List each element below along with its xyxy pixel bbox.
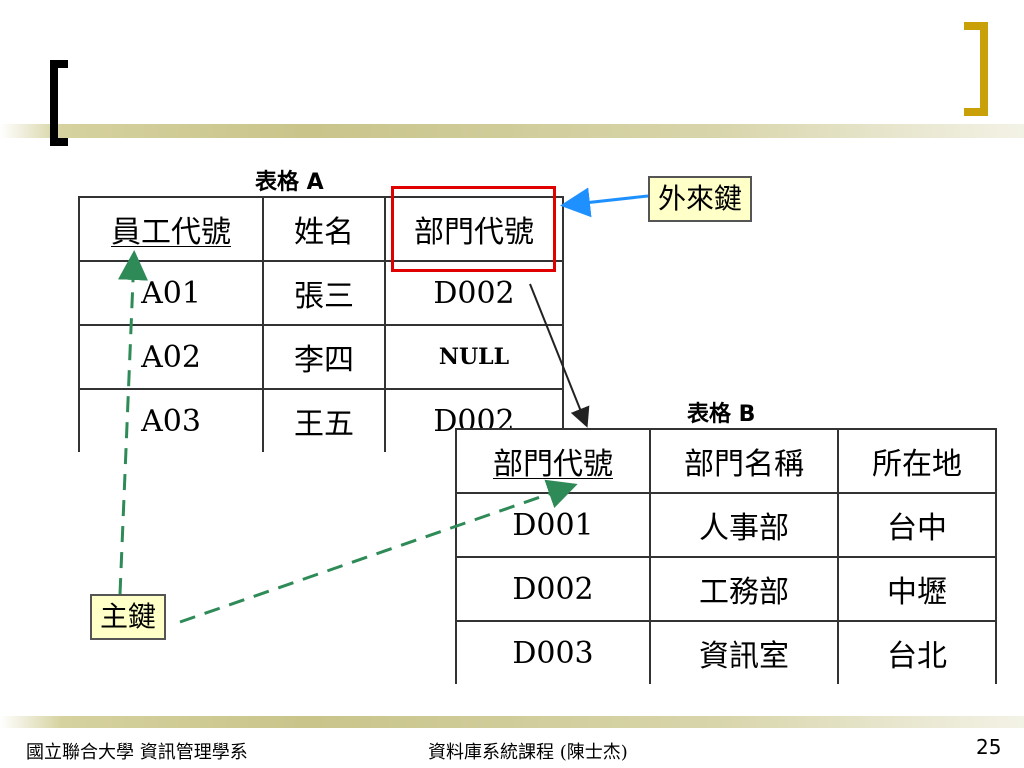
table-b-header-cell: 部門名稱 (649, 428, 838, 493)
table-cell: A01 (78, 260, 263, 325)
table-row: D002 工務部 中壢 (455, 556, 997, 621)
table-b-header-cell: 所在地 (837, 428, 997, 493)
bottom-decorative-band (0, 716, 1024, 728)
table-a-header-cell: 姓名 (262, 196, 385, 261)
primary-key-label: 主鍵 (90, 594, 167, 640)
table-cell: 台中 (837, 492, 997, 557)
table-cell-null: NULL (384, 324, 564, 389)
table-row: A02 李四 NULL (78, 324, 564, 389)
table-cell: 工務部 (649, 556, 838, 621)
reference-arrow (529, 283, 590, 428)
table-cell: 台北 (837, 620, 997, 684)
foreign-key-arrow (560, 187, 649, 218)
table-cell: A03 (78, 388, 263, 452)
table-cell: D002 (455, 556, 650, 621)
table-a-header-row: 員工代號 姓名 部門代號 (78, 196, 564, 261)
table-cell: 資訊室 (649, 620, 838, 684)
foreign-key-highlight-box (391, 186, 556, 272)
table-cell: 人事部 (649, 492, 838, 557)
table-a-header-cell: 部門代號 (384, 196, 564, 261)
table-b: 部門代號 部門名稱 所在地 D001 人事部 台中 D002 工務部 中壢 D0… (455, 428, 997, 684)
primary-key-arrow-table-b (179, 479, 578, 624)
primary-key-field: 部門代號 (493, 447, 613, 482)
primary-key-field: 員工代號 (111, 215, 231, 250)
table-cell: D003 (455, 620, 650, 684)
table-row: D001 人事部 台中 (455, 492, 997, 557)
table-cell: 李四 (262, 324, 385, 389)
left-bracket-decoration (50, 60, 68, 146)
table-row: D003 資訊室 台北 (455, 620, 997, 684)
table-a: 員工代號 姓名 部門代號 A01 張三 D002 A02 李四 NULL A03… (78, 196, 564, 452)
footer-department: 國立聯合大學 資訊管理學系 (26, 742, 248, 763)
table-cell: 張三 (262, 260, 385, 325)
table-cell: A02 (78, 324, 263, 389)
right-bracket-decoration (964, 22, 988, 116)
table-a-header-cell: 員工代號 (78, 196, 263, 261)
table-cell: 中壢 (837, 556, 997, 621)
page-number: 25 (976, 735, 1002, 759)
table-row: A01 張三 D002 (78, 260, 564, 325)
foreign-key-label: 外來鍵 (648, 176, 753, 222)
table-a-caption: 表格 A (255, 170, 324, 195)
top-decorative-band (0, 124, 1024, 138)
footer-course: 資料庫系統課程 (陳士杰) (428, 742, 628, 763)
table-b-caption: 表格 B (687, 402, 756, 427)
table-cell: 王五 (262, 388, 385, 452)
primary-key-arrow-table-a (118, 250, 148, 595)
